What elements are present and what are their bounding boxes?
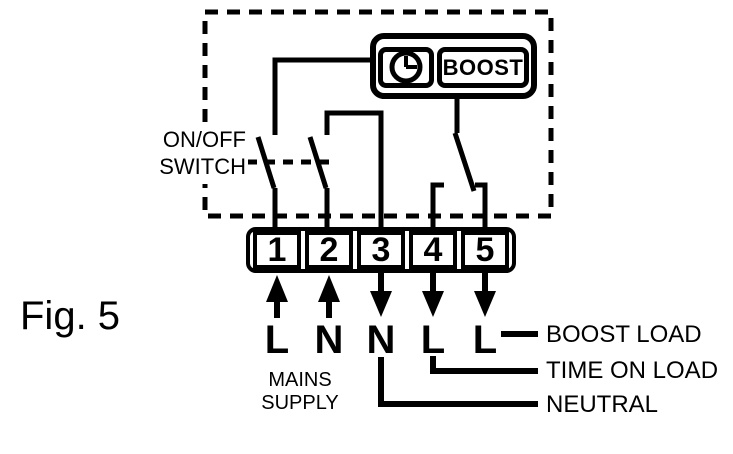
mains-supply-label-line2: SUPPLY bbox=[261, 392, 339, 414]
terminal-2-letter: N bbox=[314, 318, 344, 362]
neutral-connector-line bbox=[378, 357, 538, 407]
terminal-block: 1 2 3 4 5 bbox=[246, 227, 516, 273]
time-on-load-label: TIME ON LOAD bbox=[546, 357, 719, 384]
onoff-switch-label: ON/OFF SWITCH bbox=[138, 124, 248, 184]
boost-switch-lever bbox=[452, 132, 477, 192]
arrow-down-terminal5 bbox=[474, 273, 496, 317]
wire-terminal1-to-timer bbox=[272, 57, 370, 135]
arrow-down-terminal4 bbox=[422, 273, 444, 317]
terminal-5: 5 bbox=[461, 231, 509, 269]
arrow-up-terminal2 bbox=[318, 275, 340, 318]
boost-button: BOOST bbox=[437, 47, 529, 88]
terminal-3: 3 bbox=[357, 231, 405, 269]
wire-pole2-contact-to-terminal3 bbox=[324, 110, 384, 231]
onoff-switch-label-line2: SWITCH bbox=[159, 154, 246, 179]
terminal-4-letter: L bbox=[420, 318, 446, 362]
terminal-1-letter: L bbox=[264, 318, 290, 362]
dashed-enclosure bbox=[202, 9, 554, 219]
onoff-switch-pole2-lever bbox=[307, 136, 329, 189]
neutral-label: NEUTRAL bbox=[546, 391, 659, 418]
boost-switch-contact-terminal5 bbox=[475, 182, 488, 231]
terminal-2: 2 bbox=[305, 231, 353, 269]
boost-switch-contact-terminal4 bbox=[430, 182, 444, 231]
mains-supply-label: MAINS SUPPLY bbox=[238, 369, 362, 415]
time-on-load-connector-line bbox=[430, 356, 538, 374]
arrow-down-terminal3 bbox=[370, 273, 392, 317]
terminal-3-letter: N bbox=[366, 318, 396, 362]
onoff-switch-label-line1: ON/OFF bbox=[162, 127, 246, 152]
terminal-1: 1 bbox=[253, 231, 301, 269]
boost-load-label: BOOST LOAD bbox=[546, 321, 702, 348]
arrow-up-terminal1 bbox=[266, 275, 288, 318]
clock-icon bbox=[389, 50, 423, 84]
mains-supply-label-line1: MAINS bbox=[268, 369, 332, 391]
figure-caption: Fig. 5 bbox=[20, 294, 121, 338]
timer-clock-box bbox=[378, 47, 434, 88]
terminal-5-letter: L bbox=[472, 318, 498, 362]
terminal-4: 4 bbox=[409, 231, 457, 269]
